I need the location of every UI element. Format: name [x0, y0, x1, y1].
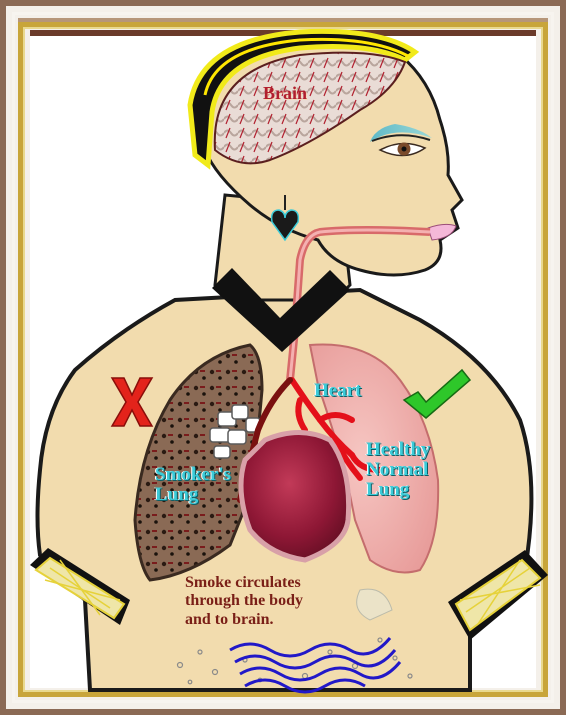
healthy-lung-label-line1: Healthy — [366, 440, 430, 460]
smokers-lung-label: Smoker's Lung — [155, 465, 231, 505]
smoke-caption-line2: through the body — [185, 592, 405, 610]
smoke-caption-line1: Smoke circulates — [185, 574, 405, 592]
smoke-caption: Smoke circulates through the body and to… — [185, 574, 405, 629]
heart-label: Heart — [314, 381, 361, 401]
brain-label: Brain — [263, 84, 307, 103]
healthy-lung-label-line2: Normal — [366, 460, 430, 480]
smokers-lung-label-line2: Lung — [155, 485, 231, 505]
smoke-caption-line3: and to brain. — [185, 611, 405, 629]
healthy-lung-label-line3: Lung — [366, 480, 430, 500]
smokers-lung-label-line1: Smoker's — [155, 465, 231, 485]
healthy-lung-label: Healthy Normal Lung — [366, 440, 430, 500]
heart — [241, 433, 349, 561]
